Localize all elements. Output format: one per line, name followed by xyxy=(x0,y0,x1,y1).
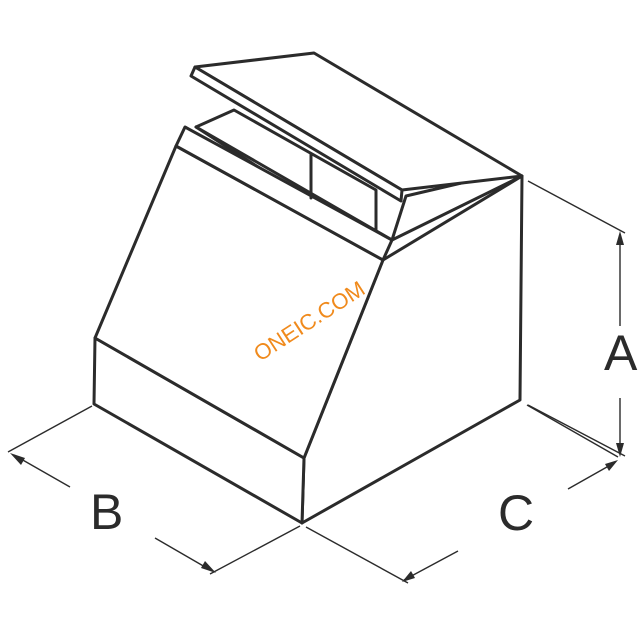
dimension-c-extension-left xyxy=(305,526,409,584)
dimension-c-line-right xyxy=(567,462,615,490)
dimension-c-label: C xyxy=(498,485,534,541)
dimension-b-label: B xyxy=(90,484,123,540)
dimension-b-extension-left xyxy=(7,405,93,453)
dimension-a-extension-bottom xyxy=(527,404,626,457)
dimension-b: B xyxy=(7,405,301,575)
dimension-b-extension-right xyxy=(209,525,301,575)
dimension-a: A xyxy=(527,180,638,457)
dimension-c-extension-right xyxy=(526,404,619,458)
dimension-a-arrow-top xyxy=(616,231,624,245)
dimension-c-arrow-right xyxy=(605,460,618,471)
dimension-a-arrow-bottom xyxy=(616,443,624,457)
dimension-a-label: A xyxy=(604,325,638,381)
dimension-b-arrow-left xyxy=(10,453,25,465)
lid-front-edge xyxy=(189,65,404,203)
dimension-b-arrow-right xyxy=(201,561,216,573)
rim-inner-edge xyxy=(194,125,394,242)
dimension-c-arrow-left xyxy=(402,571,415,582)
dimension-c: C xyxy=(305,404,619,584)
enclosure-body xyxy=(92,108,524,525)
hinged-lid xyxy=(189,51,524,203)
dimension-a-extension-top xyxy=(527,180,626,234)
